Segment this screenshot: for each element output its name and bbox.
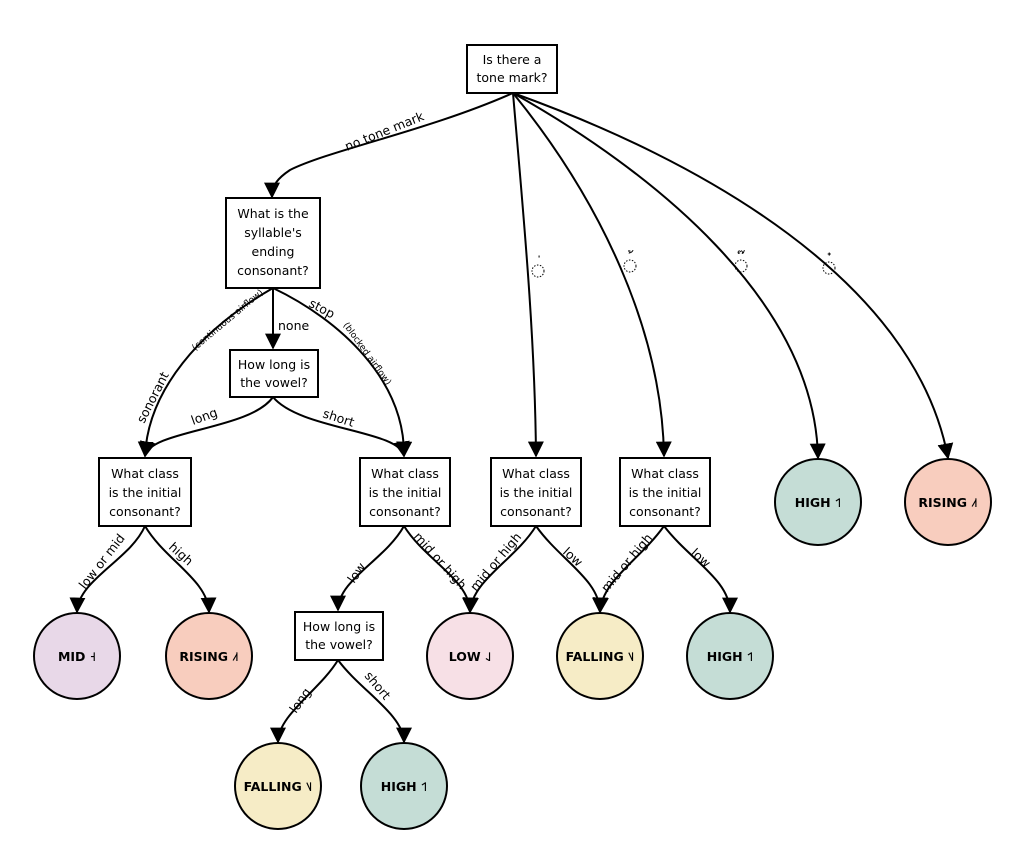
node-class2-line-3: consonant? xyxy=(369,504,441,519)
leaf-falling2-label: FALLING ˥˩ xyxy=(244,779,313,794)
node-root-line-1: Is there a xyxy=(483,52,542,67)
leaf-high-1: HIGH ˦˥ xyxy=(686,612,774,700)
node-class-3: What class is the initial consonant? xyxy=(490,457,582,527)
node-vowel-length-2: How long is the vowel? xyxy=(294,611,384,661)
leaf-falling-2: FALLING ˥˩ xyxy=(234,742,322,830)
edge-class1-lowmid xyxy=(69,525,146,614)
edge-vowel1-short xyxy=(272,396,410,458)
label-none: none xyxy=(278,318,309,333)
node-class1-line-3: consonant? xyxy=(109,504,181,519)
node-class1-line-2: is the initial xyxy=(109,485,182,500)
edge-class2-low xyxy=(330,525,405,612)
label-mid-or-high-2: mid or high xyxy=(411,529,470,592)
node-vowel2-line-2: the vowel? xyxy=(305,637,373,652)
leaf-low: LOW ˨˩ xyxy=(426,612,514,700)
node-ending-line-4: consonant? xyxy=(237,263,309,278)
edges xyxy=(69,92,954,744)
node-class3-line-1: What class xyxy=(502,466,570,481)
node-class4-line-1: What class xyxy=(631,466,699,481)
edge-class4-midhigh xyxy=(592,525,665,614)
label-short-2: short xyxy=(362,668,394,702)
label-low-4: low xyxy=(688,545,714,570)
label-mid-or-high-4: mid or high xyxy=(598,530,656,594)
label-stop-note: (blocked airflow) xyxy=(341,321,393,388)
label-no-tone-mark: no tone mark xyxy=(343,108,427,154)
tone-mark-mai-ek: ่ xyxy=(531,255,545,278)
node-ending-line-3: ending xyxy=(252,244,295,259)
edge-ending-sonorant xyxy=(137,287,274,458)
edge-vowel2-short xyxy=(337,659,412,744)
edge-class3-midhigh xyxy=(462,525,537,614)
tone-mark-mai-tho: ้ xyxy=(623,250,637,273)
label-long-2: long xyxy=(286,685,314,716)
label-long-1: long xyxy=(189,404,219,427)
node-class4-line-2: is the initial xyxy=(629,485,702,500)
node-ending-line-1: What is the xyxy=(237,206,309,221)
node-class-4: What class is the initial consonant? xyxy=(619,457,711,527)
edge-root-mark2 xyxy=(512,92,672,458)
leaf-rising-1: RISING ˩˦ xyxy=(165,612,253,700)
node-vowel-length-1: How long is the vowel? xyxy=(229,349,319,398)
edge-class1-high xyxy=(144,525,217,614)
node-class-1: What class is the initial consonant? xyxy=(98,457,192,527)
edge-vowel2-long xyxy=(270,659,339,744)
tone-mark-labels: ่ ้ ๊ ๋ xyxy=(531,250,836,278)
svg-text:๋: ๋ xyxy=(827,252,831,257)
edge-class4-low xyxy=(663,525,738,614)
node-root: Is there a tone mark? xyxy=(466,44,558,94)
leaf-high-top-label: HIGH ˦˥ xyxy=(795,495,841,510)
node-class3-line-2: is the initial xyxy=(500,485,573,500)
label-high: high xyxy=(166,539,196,568)
node-class4-line-3: consonant? xyxy=(629,504,701,519)
leaf-falling-1: FALLING ˥˩ xyxy=(556,612,644,700)
edge-root-ending xyxy=(264,92,514,199)
node-ending-line-2: syllable's xyxy=(244,225,302,240)
node-class3-line-3: consonant? xyxy=(500,504,572,519)
leaf-high-2: HIGH ˦˥ xyxy=(360,742,448,830)
edge-root-mark3 xyxy=(512,92,826,460)
label-low-3: low xyxy=(560,544,586,569)
leaf-mid: MID ˧ xyxy=(33,612,121,700)
leaf-rising1-label: RISING ˩˦ xyxy=(179,649,238,664)
leaf-low-label: LOW ˨˩ xyxy=(449,649,492,664)
node-ending-consonant: What is the syllable's ending consonant? xyxy=(225,197,321,289)
node-vowel1-line-2: the vowel? xyxy=(240,375,308,390)
leaf-rising-top: RISING ˩˦ xyxy=(904,458,992,546)
svg-text:๊: ๊ xyxy=(737,250,745,254)
leaf-mid-label: MID ˧ xyxy=(58,649,96,664)
label-low-2: low xyxy=(344,560,369,586)
node-vowel2-line-1: How long is xyxy=(303,619,375,634)
label-sonorant-note: (continuous airflow) xyxy=(191,288,266,353)
svg-text:้: ้ xyxy=(628,250,634,254)
edge-ending-stop xyxy=(272,287,413,458)
leaf-rising-top-label: RISING ˩˦ xyxy=(918,495,977,510)
label-low-or-mid: low or mid xyxy=(76,531,128,592)
label-mid-or-high-3: mid or high xyxy=(467,529,525,593)
svg-text:่: ่ xyxy=(538,255,540,258)
leaf-falling1-label: FALLING ˥˩ xyxy=(566,649,635,664)
leaf-high-top: HIGH ˦˥ xyxy=(774,458,862,546)
edge-root-mark4 xyxy=(512,92,954,460)
edge-class3-low xyxy=(535,525,608,614)
node-class1-line-1: What class xyxy=(111,466,179,481)
edge-vowel1-long xyxy=(139,396,274,458)
node-root-line-2: tone mark? xyxy=(477,70,548,85)
node-class2-line-2: is the initial xyxy=(369,485,442,500)
leaf-high1-label: HIGH ˦˥ xyxy=(707,649,753,664)
leaf-high2-label: HIGH ˦˥ xyxy=(381,779,427,794)
node-class2-line-1: What class xyxy=(371,466,439,481)
node-vowel1-line-1: How long is xyxy=(238,357,310,372)
edge-root-mark1 xyxy=(512,92,544,458)
node-class-2: What class is the initial consonant? xyxy=(359,457,451,527)
